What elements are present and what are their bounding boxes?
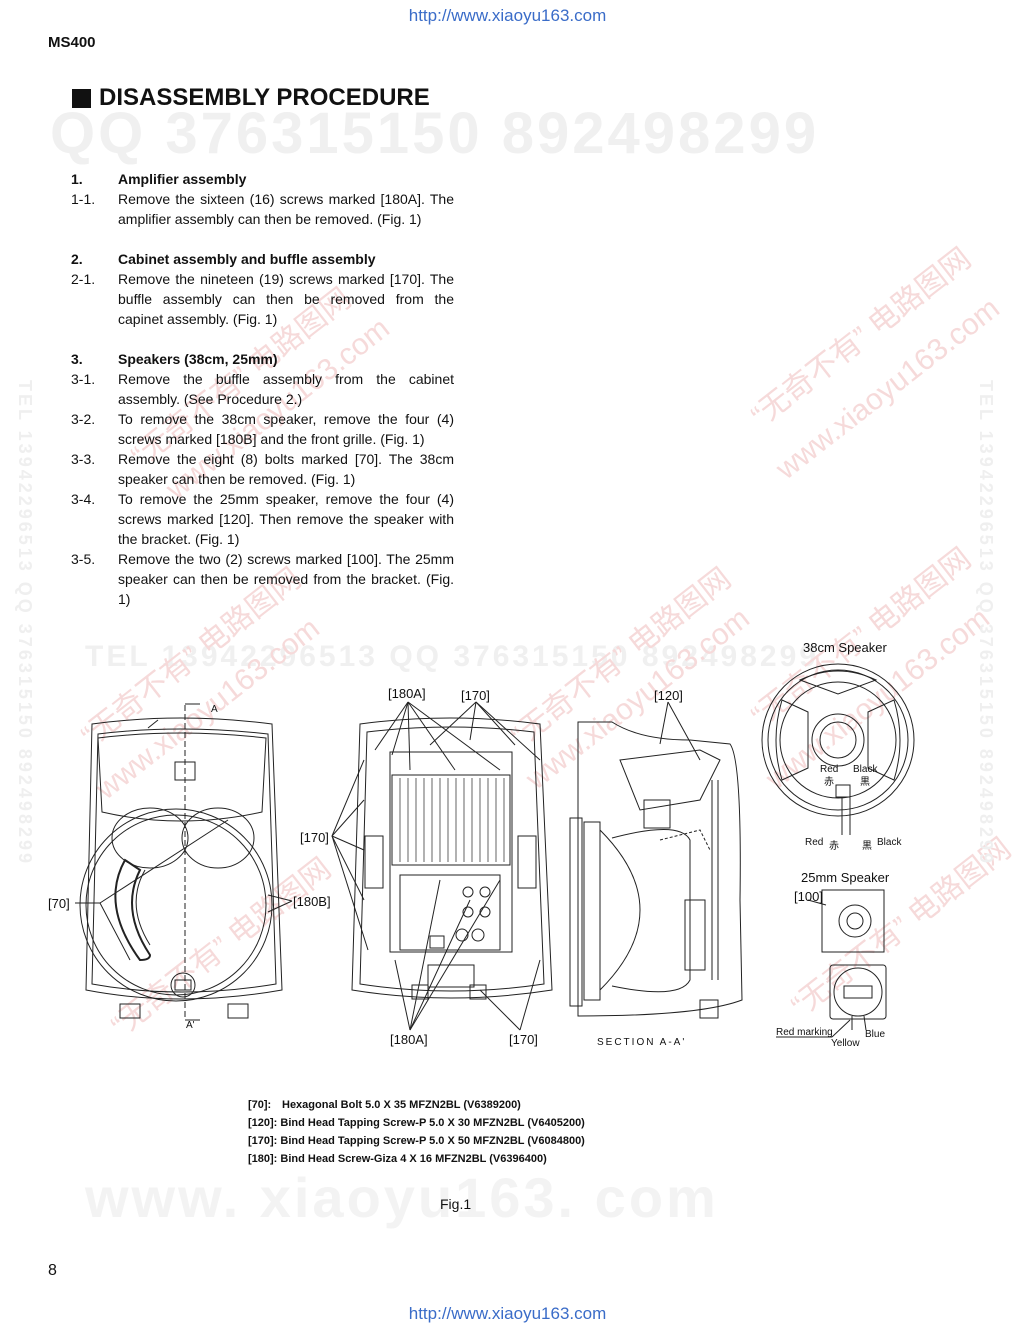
header-url[interactable]: http://www.xiaoyu163.com (408, 6, 607, 25)
label-black-cn-2: 黒 (862, 841, 872, 852)
label-38cm-speaker: 38cm Speaker (803, 640, 887, 655)
section-heading: 3. Speakers (38cm, 25mm) (71, 349, 455, 369)
title-square-icon (72, 88, 91, 108)
step: 3-3. Remove the eight (8) bolts marked [7… (71, 449, 455, 489)
part-code: [120]: (248, 1117, 278, 1129)
label-a: A (211, 704, 218, 715)
part-desc: Hexagonal Bolt 5.0 X 35 MFZN2BL (282, 1099, 461, 1111)
step: 3-4. To remove the 25mm speaker, remove t… (71, 489, 455, 549)
step: 3-5. Remove the two (2) screws marked [10… (71, 549, 455, 609)
label-black-2: Black (877, 837, 902, 848)
label-red: Red (820, 764, 839, 775)
part-number: (V6389200) (463, 1099, 521, 1111)
section-heading: 1. Amplifier assembly (71, 169, 455, 189)
step: 3-2. To remove the 38cm speaker, remove t… (71, 409, 455, 449)
label-red-cn: 赤 (824, 777, 834, 788)
page-title: DISASSEMBLY PROCEDURE (72, 84, 430, 112)
parts-row: [180]: Bind Head Screw-Giza 4 X 16 MFZN2… (248, 1150, 585, 1168)
section-title: Amplifier assembly (118, 171, 247, 187)
step-text: Remove the nineteen (19) screws marked [… (118, 271, 454, 327)
step-number: 3-1. (71, 371, 96, 387)
label-170-bottom: [170] (509, 1032, 538, 1047)
label-170-top: [170] (461, 688, 490, 703)
step: 1-1. Remove the sixteen (16) screws marke… (71, 189, 455, 229)
label-180a-top: [180A] (388, 686, 426, 701)
label-blue: Blue (865, 1029, 886, 1040)
section-number: 2. (71, 251, 83, 267)
footer-url[interactable]: http://www.xiaoyu163.com (408, 1304, 607, 1323)
part-code: [70]: (248, 1099, 272, 1111)
part-number: (V6405200) (527, 1117, 585, 1129)
watermark-tel: TEL 13942296513 QQ 376315150 892498299 (85, 640, 819, 673)
label-180b: [180B] (293, 894, 331, 909)
section-number: 1. (71, 171, 83, 187)
label-red-cn-2: 赤 (829, 841, 839, 852)
step-text: Remove the eight (8) bolts marked [70]. … (118, 451, 454, 487)
parts-list: [70]: Hexagonal Bolt 5.0 X 35 MFZN2BL (V6… (248, 1096, 585, 1168)
part-number: (V6396400) (489, 1153, 547, 1165)
step-text: To remove the 25mm speaker, remove the f… (118, 491, 454, 547)
label-section: SECTION A-A' (597, 1037, 687, 1048)
part-desc: Bind Head Tapping Screw-P 5.0 X 30 MFZN2… (280, 1117, 525, 1129)
section-view (569, 701, 743, 1019)
step-text: Remove the two (2) screws marked [100]. … (118, 551, 454, 607)
step-text: Remove the buffle assembly from the cabi… (118, 371, 454, 407)
speaker-38cm-drawing (761, 663, 915, 835)
part-code: [170]: (248, 1135, 278, 1147)
step-text: Remove the sixteen (16) screws marked [1… (118, 191, 454, 227)
parts-row: [120]: Bind Head Tapping Screw-P 5.0 X 3… (248, 1114, 585, 1132)
label-a-prime: A' (186, 1020, 195, 1031)
step-number: 3-3. (71, 451, 96, 467)
part-desc: Bind Head Tapping Screw-P 5.0 X 50 MFZN2… (280, 1135, 525, 1147)
step-number: 2-1. (71, 271, 96, 287)
section-title: Cabinet assembly and buffle assembly (118, 251, 376, 267)
model-name: MS400 (48, 34, 96, 51)
front-view (75, 703, 293, 1021)
step-number: 3-5. (71, 551, 96, 567)
step-number: 3-2. (71, 411, 96, 427)
parts-row: [70]: Hexagonal Bolt 5.0 X 35 MFZN2BL (V6… (248, 1096, 585, 1114)
page-title-text: DISASSEMBLY PROCEDURE (99, 84, 430, 111)
label-yellow: Yellow (831, 1038, 860, 1049)
label-70: [70] (48, 896, 70, 911)
page-number: 8 (48, 1262, 57, 1279)
label-100: [100] (794, 889, 823, 904)
label-red-2: Red (805, 837, 824, 848)
label-180a-bottom: [180A] (390, 1032, 428, 1047)
step: 3-1. Remove the buffle assembly from the … (71, 369, 455, 409)
watermark-qq: QQ 376315150 892498299 (50, 101, 820, 166)
watermark-side-right: TEL 13942296513 QQ 376315150 892498299 (976, 380, 996, 866)
watermark-bottom-site: www. xiaoyu163. com (85, 1166, 719, 1229)
step-number: 1-1. (71, 191, 96, 207)
part-desc: Bind Head Screw-Giza 4 X 16 MFZN2BL (280, 1153, 487, 1165)
watermark-side-left: TEL 13942296513 QQ 376315150 892498299 (15, 380, 35, 866)
part-number: (V6084800) (527, 1135, 585, 1147)
step-number: 3-4. (71, 491, 96, 507)
label-170-left: [170] (300, 830, 329, 845)
part-code: [180]: (248, 1153, 278, 1165)
label-red-marking: Red marking (776, 1027, 833, 1038)
section-title: Speakers (38cm, 25mm) (118, 351, 278, 367)
rear-view (331, 701, 553, 1031)
section-heading: 2. Cabinet assembly and buffle assembly (71, 249, 455, 269)
parts-row: [170]: Bind Head Tapping Screw-P 5.0 X 5… (248, 1132, 585, 1150)
label-25mm-speaker: 25mm Speaker (801, 870, 890, 885)
label-120: [120] (654, 688, 683, 703)
step-text: To remove the 38cm speaker, remove the f… (118, 411, 454, 447)
figure-caption: Fig.1 (440, 1196, 472, 1212)
procedure-text: 1. Amplifier assembly 1-1. Remove the sixt… (71, 169, 455, 609)
step: 2-1. Remove the nineteen (19) screws mark… (71, 269, 455, 329)
speaker-25mm-drawing (776, 889, 887, 1038)
label-black: Black (853, 764, 878, 775)
label-black-cn: 黒 (860, 777, 870, 788)
section-number: 3. (71, 351, 83, 367)
